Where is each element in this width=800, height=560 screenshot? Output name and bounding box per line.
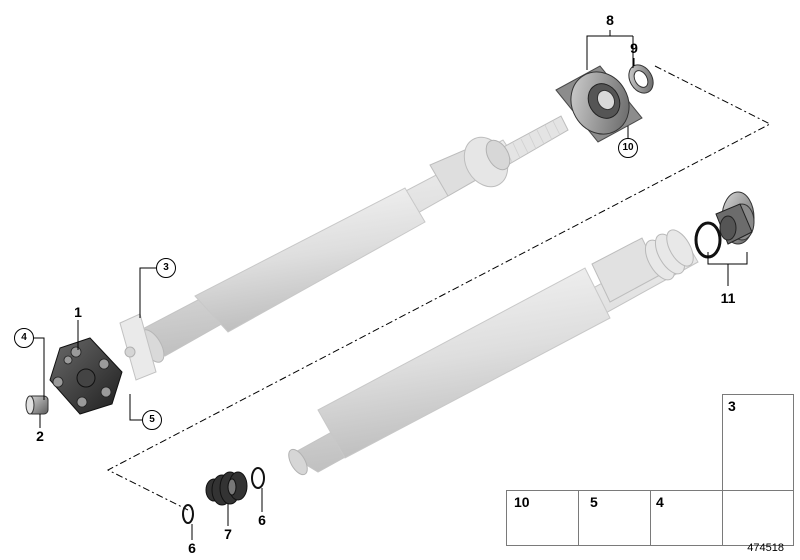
lower-propeller-shaft (288, 229, 699, 476)
center-bearing (555, 65, 643, 143)
callout-10-circled: 10 (618, 138, 638, 158)
callout-6-upper: 6 (258, 512, 266, 528)
callout-6-lower: 6 (188, 540, 196, 556)
legend-box-hex-bolt (578, 490, 652, 546)
flex-disc (49, 337, 123, 415)
flange-o-ring (694, 221, 722, 259)
callout-7: 7 (224, 526, 232, 542)
drawing-number: 474518 (747, 542, 784, 554)
callout-3-circled: 3 (156, 258, 176, 278)
leader-lines (34, 30, 748, 540)
callout-8: 8 (606, 12, 614, 28)
callout-9: 9 (630, 40, 638, 56)
output-flange (715, 191, 755, 245)
rubber-boot (205, 471, 248, 506)
legend-box-lock-nut (650, 490, 724, 546)
centering-sleeve (25, 395, 49, 415)
legend-box-symbol (722, 490, 794, 546)
callout-5-circled: 5 (142, 410, 162, 430)
grooved-ring (628, 64, 654, 94)
callout-2: 2 (36, 428, 44, 444)
circlip-lower (182, 504, 194, 524)
circlip-upper (251, 467, 265, 489)
upper-propeller-shaft (119, 115, 569, 381)
legend-number-bolt: 3 (728, 398, 736, 414)
legend-box-bolt (722, 394, 794, 492)
callout-1: 1 (74, 304, 82, 320)
assembly-line (106, 65, 772, 511)
legend-number-collar-screw: 10 (514, 494, 530, 510)
legend-number-lock-nut: 4 (656, 494, 664, 510)
callout-11: 11 (720, 290, 736, 306)
callout-4-circled: 4 (14, 328, 34, 348)
legend-number-hex-bolt: 5 (590, 494, 598, 510)
legend-box-collar-screw (506, 490, 580, 546)
